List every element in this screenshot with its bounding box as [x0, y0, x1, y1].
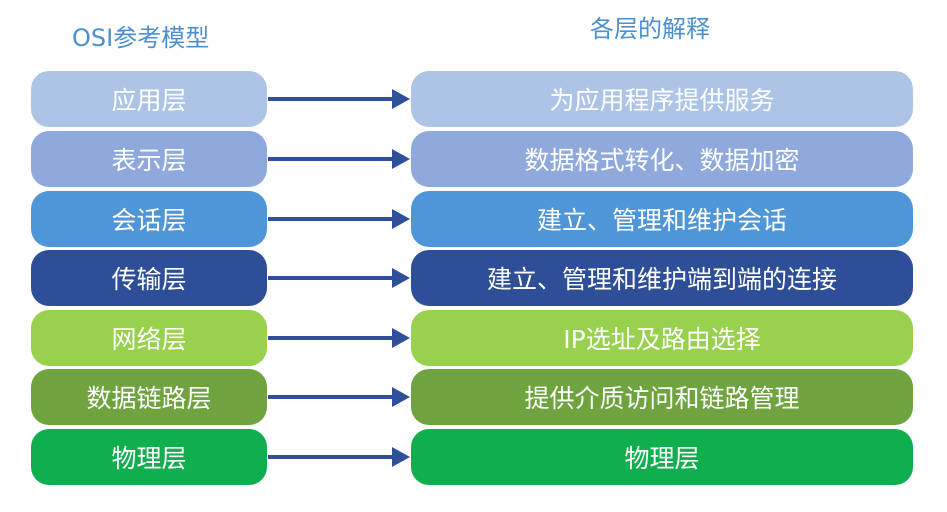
- description-label: 为应用程序提供服务: [549, 86, 775, 115]
- layer-label: 应用层: [111, 86, 187, 115]
- description-pill: 建立、管理和维护会话: [411, 191, 913, 247]
- arrow-icon: [268, 387, 410, 407]
- arrow-icon: [268, 149, 410, 169]
- description-label: 提供介质访问和链路管理: [524, 384, 800, 413]
- osi-row: 会话层 建立、管理和维护会话: [0, 191, 947, 247]
- layer-label: 数据链路层: [86, 384, 212, 413]
- layer-pill: 应用层: [31, 71, 267, 127]
- layer-label: 会话层: [111, 206, 187, 235]
- layer-label: 物理层: [111, 444, 187, 473]
- layer-pill: 会话层: [31, 191, 267, 247]
- description-pill: 数据格式转化、数据加密: [411, 131, 913, 187]
- description-label: 建立、管理和维护端到端的连接: [486, 265, 837, 294]
- arrow-icon: [268, 447, 410, 467]
- osi-row: 数据链路层 提供介质访问和链路管理: [0, 369, 947, 425]
- description-pill: 建立、管理和维护端到端的连接: [411, 250, 913, 306]
- description-pill: 为应用程序提供服务: [411, 71, 913, 127]
- osi-row: 应用层 为应用程序提供服务: [0, 71, 947, 127]
- right-heading: 各层的解释: [590, 15, 710, 43]
- osi-row: 传输层 建立、管理和维护端到端的连接: [0, 250, 947, 306]
- layer-pill: 网络层: [31, 310, 267, 366]
- osi-row: 物理层 物理层: [0, 429, 947, 485]
- layer-pill: 数据链路层: [31, 369, 267, 425]
- description-pill: 物理层: [411, 429, 913, 485]
- layer-pill: 表示层: [31, 131, 267, 187]
- layer-pill: 物理层: [31, 429, 267, 485]
- arrow-icon: [268, 209, 410, 229]
- arrow-icon: [268, 328, 410, 348]
- description-label: 建立、管理和维护会话: [536, 206, 787, 235]
- left-heading: OSI参考模型: [72, 24, 210, 52]
- layer-label: 网络层: [111, 325, 187, 354]
- osi-row: 表示层 数据格式转化、数据加密: [0, 131, 947, 187]
- arrow-icon: [268, 89, 410, 109]
- description-pill: 提供介质访问和链路管理: [411, 369, 913, 425]
- osi-row: 网络层 IP选址及路由选择: [0, 310, 947, 366]
- description-label: IP选址及路由选择: [563, 325, 761, 354]
- description-label: 数据格式转化、数据加密: [524, 146, 800, 175]
- layer-label: 表示层: [111, 146, 187, 175]
- layer-pill: 传输层: [31, 250, 267, 306]
- description-label: 物理层: [624, 444, 700, 473]
- description-pill: IP选址及路由选择: [411, 310, 913, 366]
- arrow-icon: [268, 268, 410, 288]
- layer-label: 传输层: [111, 265, 187, 294]
